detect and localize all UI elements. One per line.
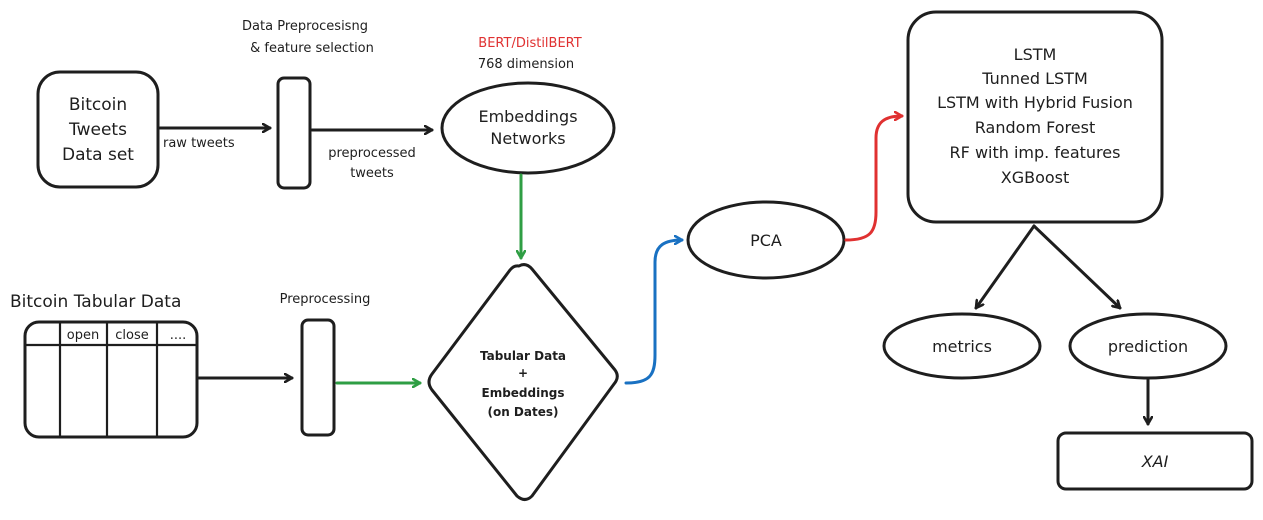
model-3: LSTM with Hybrid Fusion bbox=[937, 93, 1133, 112]
preprocess-title: Data Preprocesisng & feature selection bbox=[242, 19, 374, 56]
tabular-col-close: close bbox=[115, 328, 148, 343]
fusion-line-2: + bbox=[518, 366, 528, 380]
fusion-line-3: Embeddings bbox=[482, 386, 565, 400]
preprocess-block-top bbox=[276, 76, 312, 190]
preprocess-title-line-1: Data Preprocesisng bbox=[242, 19, 368, 34]
model-1: LSTM bbox=[1014, 45, 1057, 64]
models-box: LSTM Tunned LSTM LSTM with Hybrid Fusion… bbox=[906, 10, 1164, 224]
bert-title: BERT/DistilBERT bbox=[478, 36, 581, 51]
arrow-models-to-prediction bbox=[1032, 224, 1122, 310]
pca-label: PCA bbox=[750, 231, 782, 250]
label-raw-tweets: raw tweets bbox=[163, 136, 235, 151]
preprocessing-label: Preprocessing bbox=[280, 292, 371, 307]
metrics-label: metrics bbox=[932, 337, 992, 356]
model-6: XGBoost bbox=[1001, 168, 1070, 187]
prediction-node: prediction bbox=[1068, 312, 1228, 380]
dataset-box: Bitcoin Tweets Data set bbox=[36, 70, 160, 189]
embeddings-node: Embeddings Networks bbox=[440, 81, 616, 175]
dataset-line-3: Data set bbox=[62, 145, 134, 165]
arrow-pca-to-models bbox=[844, 116, 904, 242]
label-preprocessed-1: preprocessed bbox=[328, 146, 416, 161]
tabular-table: open close .... bbox=[23, 320, 199, 439]
fusion-diamond: Tabular Data + Embeddings (on Dates) bbox=[427, 263, 619, 501]
dataset-line-1: Bitcoin bbox=[69, 95, 127, 115]
prediction-label: prediction bbox=[1108, 337, 1188, 356]
fusion-line-1: Tabular Data bbox=[480, 349, 566, 363]
model-2: Tunned LSTM bbox=[981, 69, 1088, 88]
dataset-line-2: Tweets bbox=[68, 120, 127, 140]
tabular-title: Bitcoin Tabular Data bbox=[10, 292, 181, 312]
model-4: Random Forest bbox=[975, 118, 1095, 137]
bert-dimension: 768 dimension bbox=[478, 57, 574, 72]
arrow-fusion-to-pca bbox=[624, 240, 684, 385]
fusion-line-4: (on Dates) bbox=[487, 405, 558, 419]
arrow-models-to-metrics bbox=[974, 224, 1036, 310]
preprocess-block-bottom bbox=[300, 318, 336, 437]
tabular-col-open: open bbox=[67, 328, 99, 343]
tabular-col-more: .... bbox=[170, 328, 187, 343]
model-5: RF with imp. features bbox=[950, 143, 1121, 162]
embeddings-line-2: Networks bbox=[490, 129, 565, 148]
embeddings-line-1: Embeddings bbox=[478, 107, 577, 126]
metrics-node: metrics bbox=[882, 312, 1042, 380]
xai-box: XAI bbox=[1056, 431, 1254, 491]
label-preprocessed-2: tweets bbox=[350, 166, 394, 181]
xai-label: XAI bbox=[1141, 452, 1169, 471]
pca-node: PCA bbox=[686, 200, 846, 280]
preprocess-title-line-2: & feature selection bbox=[250, 41, 374, 56]
